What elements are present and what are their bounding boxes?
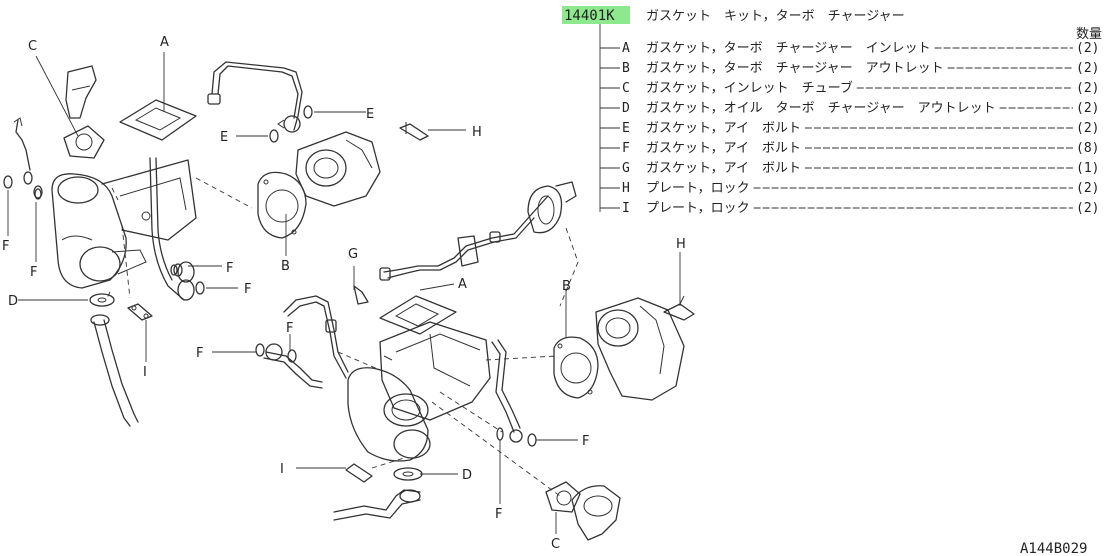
legend-rows: A ガスケット，ターボ チャージャー インレット (2) B ガスケット，ターボ チャー… <box>600 41 1099 216</box>
legend-name: ガスケット，オイル ターボ チャージャー アウトレット <box>646 101 996 116</box>
drawing-id: A144B029 <box>1020 541 1087 556</box>
part-number-highlight <box>562 6 630 24</box>
legend-qty: (2) <box>1076 81 1099 96</box>
legend-qty: (8) <box>1076 141 1099 156</box>
callout-b-upper: B <box>281 259 290 274</box>
callout-e-upper-left: E <box>220 130 228 145</box>
legend-qty: (1) <box>1076 161 1099 176</box>
legend-row: C ガスケット，インレット チューブ (2) <box>600 80 1099 96</box>
callout-f-left-1: F <box>2 239 9 254</box>
legend-name: プレート，ロック <box>646 201 750 216</box>
legend-code: E <box>622 121 630 136</box>
legend-name: ガスケット，アイ ボルト <box>646 161 801 176</box>
callout-c-upper: C <box>28 39 37 54</box>
callout-b-lower: B <box>562 279 571 294</box>
legend-row: H プレート，ロック (2) <box>600 181 1099 196</box>
callout-f-lower-left: F <box>196 346 203 361</box>
legend-qty: (2) <box>1076 201 1099 216</box>
callout-h-lower: H <box>676 237 686 252</box>
callout-f-upper-1: F <box>226 261 233 276</box>
legend-row: A ガスケット，ターボ チャージャー インレット (2) <box>600 41 1099 56</box>
upper-left-assembly <box>3 65 253 427</box>
legend-code: A <box>622 41 630 56</box>
qty-header: 数量 <box>1076 27 1102 42</box>
callout-e-upper-right: E <box>366 107 374 122</box>
upper-oil-feed-pipe <box>207 61 313 143</box>
legend-row: F ガスケット，アイ ボルト (8) <box>600 141 1099 156</box>
callout-c-lower: C <box>551 537 560 552</box>
callout-leaders <box>7 52 681 534</box>
callout-a-lower: A <box>458 277 467 292</box>
callout-h-upper: H <box>472 125 482 140</box>
gasket-a-upper <box>119 99 197 141</box>
legend-code: C <box>622 81 630 96</box>
legend-name: ガスケット，アイ ボルト <box>646 121 801 136</box>
lower-right-assembly <box>255 181 695 541</box>
kit-name: ガスケット キット，ターボ チャージャー <box>646 9 905 24</box>
turbine-housing-upper <box>295 131 381 207</box>
legend-name: ガスケット，ターボ チャージャー インレット <box>646 41 931 56</box>
gasket-b-upper <box>257 171 307 239</box>
legend-code: D <box>622 101 630 116</box>
legend-code: G <box>622 161 630 176</box>
callout-f-lower-bottom: F <box>495 507 502 522</box>
legend-row: B ガスケット，ターボ チャージャー アウトレット (2) <box>600 61 1099 76</box>
callout-f-left-2: F <box>30 265 37 280</box>
legend-row: I プレート，ロック (2) <box>600 201 1099 216</box>
legend-code: H <box>622 181 630 196</box>
lock-plate-h-upper <box>399 122 429 141</box>
legend-name: ガスケット，インレット チューブ <box>646 80 853 96</box>
callout-a-upper: A <box>160 35 169 50</box>
legend-row: D ガスケット，オイル ターボ チャージャー アウトレット (2) <box>600 101 1099 116</box>
callout-i-lower: I <box>280 462 284 477</box>
legend-row: G ガスケット，アイ ボルト (1) <box>600 161 1099 176</box>
callout-f-lower-right: F <box>582 434 589 449</box>
parts-legend: 14401K ガスケット キット，ターボ チャージャー 数量 A ガスケット，ター… <box>562 6 1102 216</box>
legend-code: B <box>622 61 630 76</box>
callout-g: G <box>348 247 358 262</box>
legend-qty: (2) <box>1076 101 1099 116</box>
callout-d-upper: D <box>8 294 18 309</box>
callout-f-lower-mid: F <box>286 321 293 336</box>
legend-qty: (2) <box>1076 61 1099 76</box>
legend-name: ガスケット，ターボ チャージャー アウトレット <box>646 61 944 76</box>
callout-letters: C A E E H F F F F D I B G A B H F F F I … <box>2 35 686 552</box>
legend-qty: (2) <box>1076 181 1099 196</box>
legend-name: プレート，ロック <box>646 181 750 196</box>
callout-i-upper: I <box>143 365 147 380</box>
legend-qty: (2) <box>1076 121 1099 136</box>
legend-name: ガスケット，アイ ボルト <box>646 141 801 156</box>
callout-f-upper-2: F <box>244 282 251 297</box>
legend-code: F <box>622 141 630 156</box>
legend-code: I <box>622 201 630 216</box>
callout-d-lower: D <box>462 468 472 483</box>
legend-qty: (2) <box>1076 41 1099 56</box>
kit-part-number: 14401K <box>564 8 615 24</box>
legend-row: E ガスケット，アイ ボルト (2) <box>600 121 1099 136</box>
